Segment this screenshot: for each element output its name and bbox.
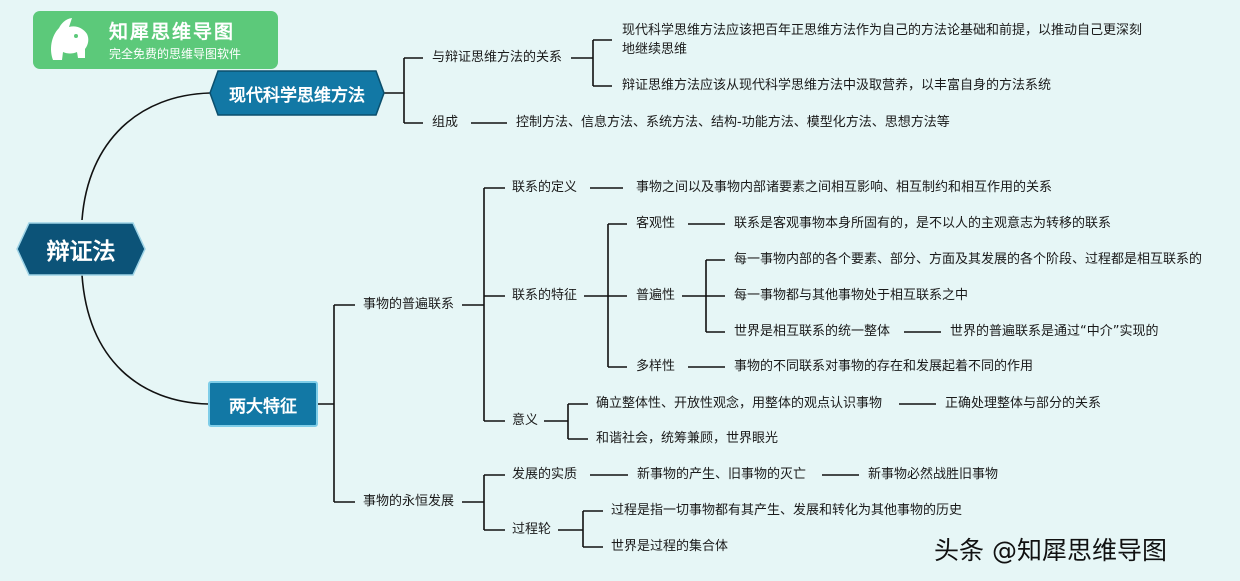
node-universality-item1[interactable]: 每一事物内部的各个要素、部分、方面及其发展的各个阶段、过程都是相互联系的 (734, 252, 1203, 267)
node-process[interactable]: 过程轮 (512, 522, 552, 537)
logo-name: 知犀思维导图 (109, 21, 236, 43)
topic-modern-thinking[interactable]: 现代科学思维方法 (229, 85, 365, 106)
node-universality-item2[interactable]: 每一事物都与其他事物处于相互联系之中 (734, 288, 969, 303)
node-meaning-item1[interactable]: 确立整体性、开放性观念，用整体的观点认识事物 (596, 396, 883, 411)
node-universality[interactable]: 普遍性 (636, 288, 676, 303)
node-process-item2[interactable]: 世界是过程的集合体 (611, 539, 729, 554)
node-composition[interactable]: 组成 (432, 115, 459, 130)
connector (462, 474, 505, 531)
root-topic[interactable]: 辩证法 (46, 239, 116, 265)
node-definition-value[interactable]: 事物之间以及事物内部诸要素之间相互影响、相互制约和相互作用的关系 (636, 180, 1053, 195)
logo-slogan: 完全免费的思维导图软件 (109, 47, 242, 61)
node-relation-item2[interactable]: 辩证思维方法应该从现代科学思维方法中汲取营养，以丰富自身的方法系统 (622, 78, 1052, 93)
root-shape (16, 222, 146, 276)
connector (81, 92, 211, 221)
connector (318, 304, 355, 503)
node-essence-value[interactable]: 新事物的产生、旧事物的灭亡 (637, 467, 807, 482)
node-universal-connection[interactable]: 事物的普遍联系 (363, 297, 455, 312)
node-traits[interactable]: 联系的特征 (512, 288, 578, 303)
node-essence[interactable]: 发展的实质 (512, 467, 578, 482)
topic-two-features[interactable]: 两大特征 (208, 381, 318, 427)
node-diversity[interactable]: 多样性 (636, 359, 676, 374)
connector (584, 223, 627, 368)
watermark: 头条 @知犀思维导图 (934, 536, 1167, 565)
node-essence-child[interactable]: 新事物必然战胜旧事物 (868, 467, 999, 482)
node-meaning-item1-child[interactable]: 正确处理整体与部分的关系 (945, 396, 1102, 411)
node-objectivity[interactable]: 客观性 (636, 216, 676, 231)
node-relation-item1[interactable]: 现代科学思维方法应该把百年正思维方法作为自己的方法论基础和前提，以推动自己更深刻 (622, 23, 1143, 38)
topic-shape (209, 70, 385, 116)
node-diversity-value[interactable]: 事物的不同联系对事物的存在和发展起着不同的作用 (734, 359, 1034, 374)
node-universality-item3[interactable]: 世界是相互联系的统一整体 (734, 324, 891, 339)
node-relation-item1-cont[interactable]: 地继续思维 (622, 42, 688, 57)
node-objectivity-value[interactable]: 联系是客观事物本身所固有的，是不以人的主观意志为转移的联系 (734, 216, 1112, 231)
connector (384, 57, 423, 124)
logo: 知犀思维导图 完全免费的思维导图软件 (33, 11, 278, 69)
node-meaning-item2[interactable]: 和谐社会，统筹兼顾，世界眼光 (596, 431, 779, 446)
connector (81, 274, 209, 405)
node-universality-item3-child[interactable]: 世界的普遍联系是通过“中介”实现的 (950, 324, 1159, 339)
node-relation[interactable]: 与辩证思维方法的关系 (432, 50, 563, 65)
connector (544, 403, 588, 440)
node-meaning[interactable]: 意义 (512, 413, 539, 428)
connector (571, 39, 612, 87)
rhino-icon (51, 18, 89, 60)
node-eternal-development[interactable]: 事物的永恒发展 (363, 494, 455, 509)
connector (558, 510, 603, 548)
connector (462, 187, 505, 422)
node-process-item1[interactable]: 过程是指一切事物都有其产生、发展和转化为其他事物的历史 (611, 503, 963, 518)
connector (682, 259, 725, 333)
node-composition-value[interactable]: 控制方法、信息方法、系统方法、结构-功能方法、模型化方法、思想方法等 (516, 115, 950, 130)
node-definition[interactable]: 联系的定义 (512, 180, 578, 195)
